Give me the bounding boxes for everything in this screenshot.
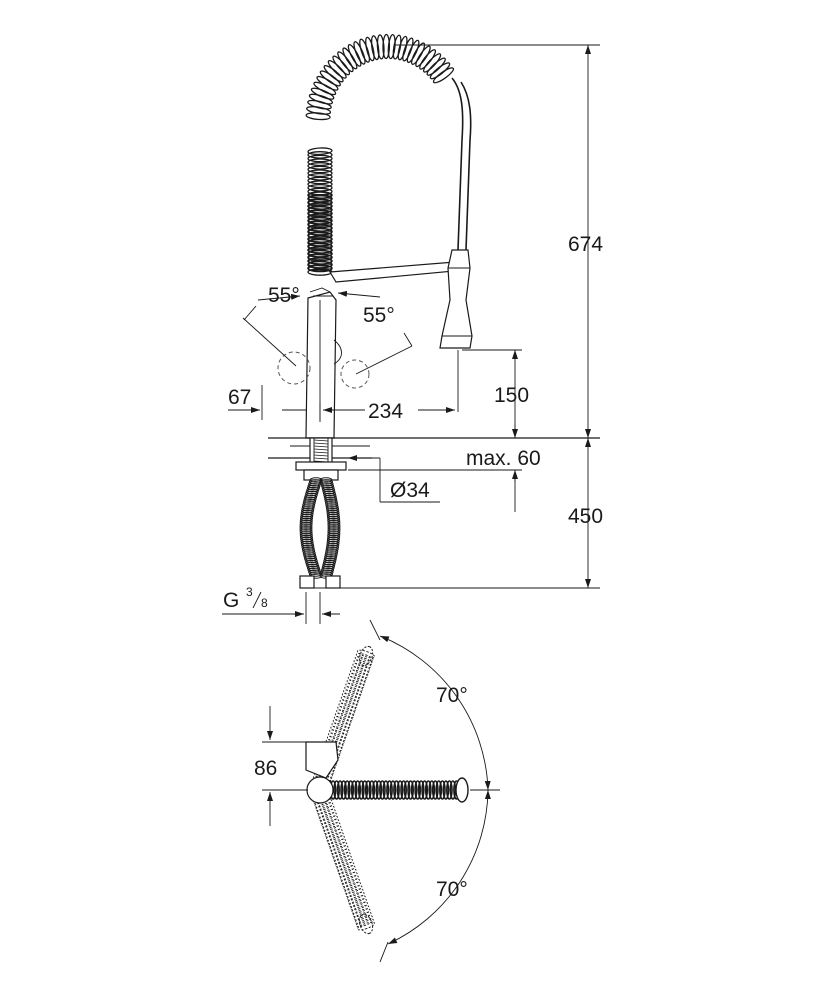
- swivel-arc-bottom: [387, 789, 491, 945]
- dimension-diameter-34: Ø34: [390, 479, 430, 502]
- hose-fitting-right: [325, 575, 341, 589]
- dimension-67: 67: [228, 386, 251, 409]
- dimension-450: 450: [568, 505, 603, 528]
- spray-head: [439, 249, 473, 349]
- lever-position-left: [277, 351, 311, 385]
- angle-label-right: 55°: [363, 304, 395, 327]
- angle-label-swivel-top: 70°: [436, 684, 468, 707]
- hose-fitting-left: [299, 575, 315, 589]
- lever-top-view: [305, 741, 339, 779]
- angle-label-left: 55°: [268, 284, 300, 307]
- faucet-body: [305, 291, 337, 439]
- spring-coil: [305, 33, 455, 276]
- mounting-washer: [295, 461, 347, 471]
- spring-guide: [451, 77, 464, 251]
- lever-position-right: [340, 359, 370, 389]
- swivel-arc-top: [379, 635, 491, 791]
- mounting-nut: [303, 469, 339, 481]
- angle-label-swivel-bottom: 70°: [436, 878, 468, 901]
- dimension-max-60: max. 60: [466, 447, 541, 470]
- top-view: 70° 70° 86: [254, 619, 500, 963]
- dimension-86: 86: [254, 757, 277, 780]
- thread-size-numerator: 3: [246, 585, 253, 599]
- base-top-view: [306, 776, 334, 804]
- thread-size-denominator: 8: [261, 596, 268, 610]
- dimension-150: 150: [494, 384, 529, 407]
- dimension-234: 234: [368, 400, 403, 423]
- spout-arm: [328, 261, 466, 283]
- supply-hoses: [299, 477, 341, 579]
- side-view: 674 450 150 234 67 max. 60 Ø34: [222, 33, 603, 624]
- dimension-674: 674: [568, 233, 603, 256]
- thread-size-label: G: [223, 589, 239, 612]
